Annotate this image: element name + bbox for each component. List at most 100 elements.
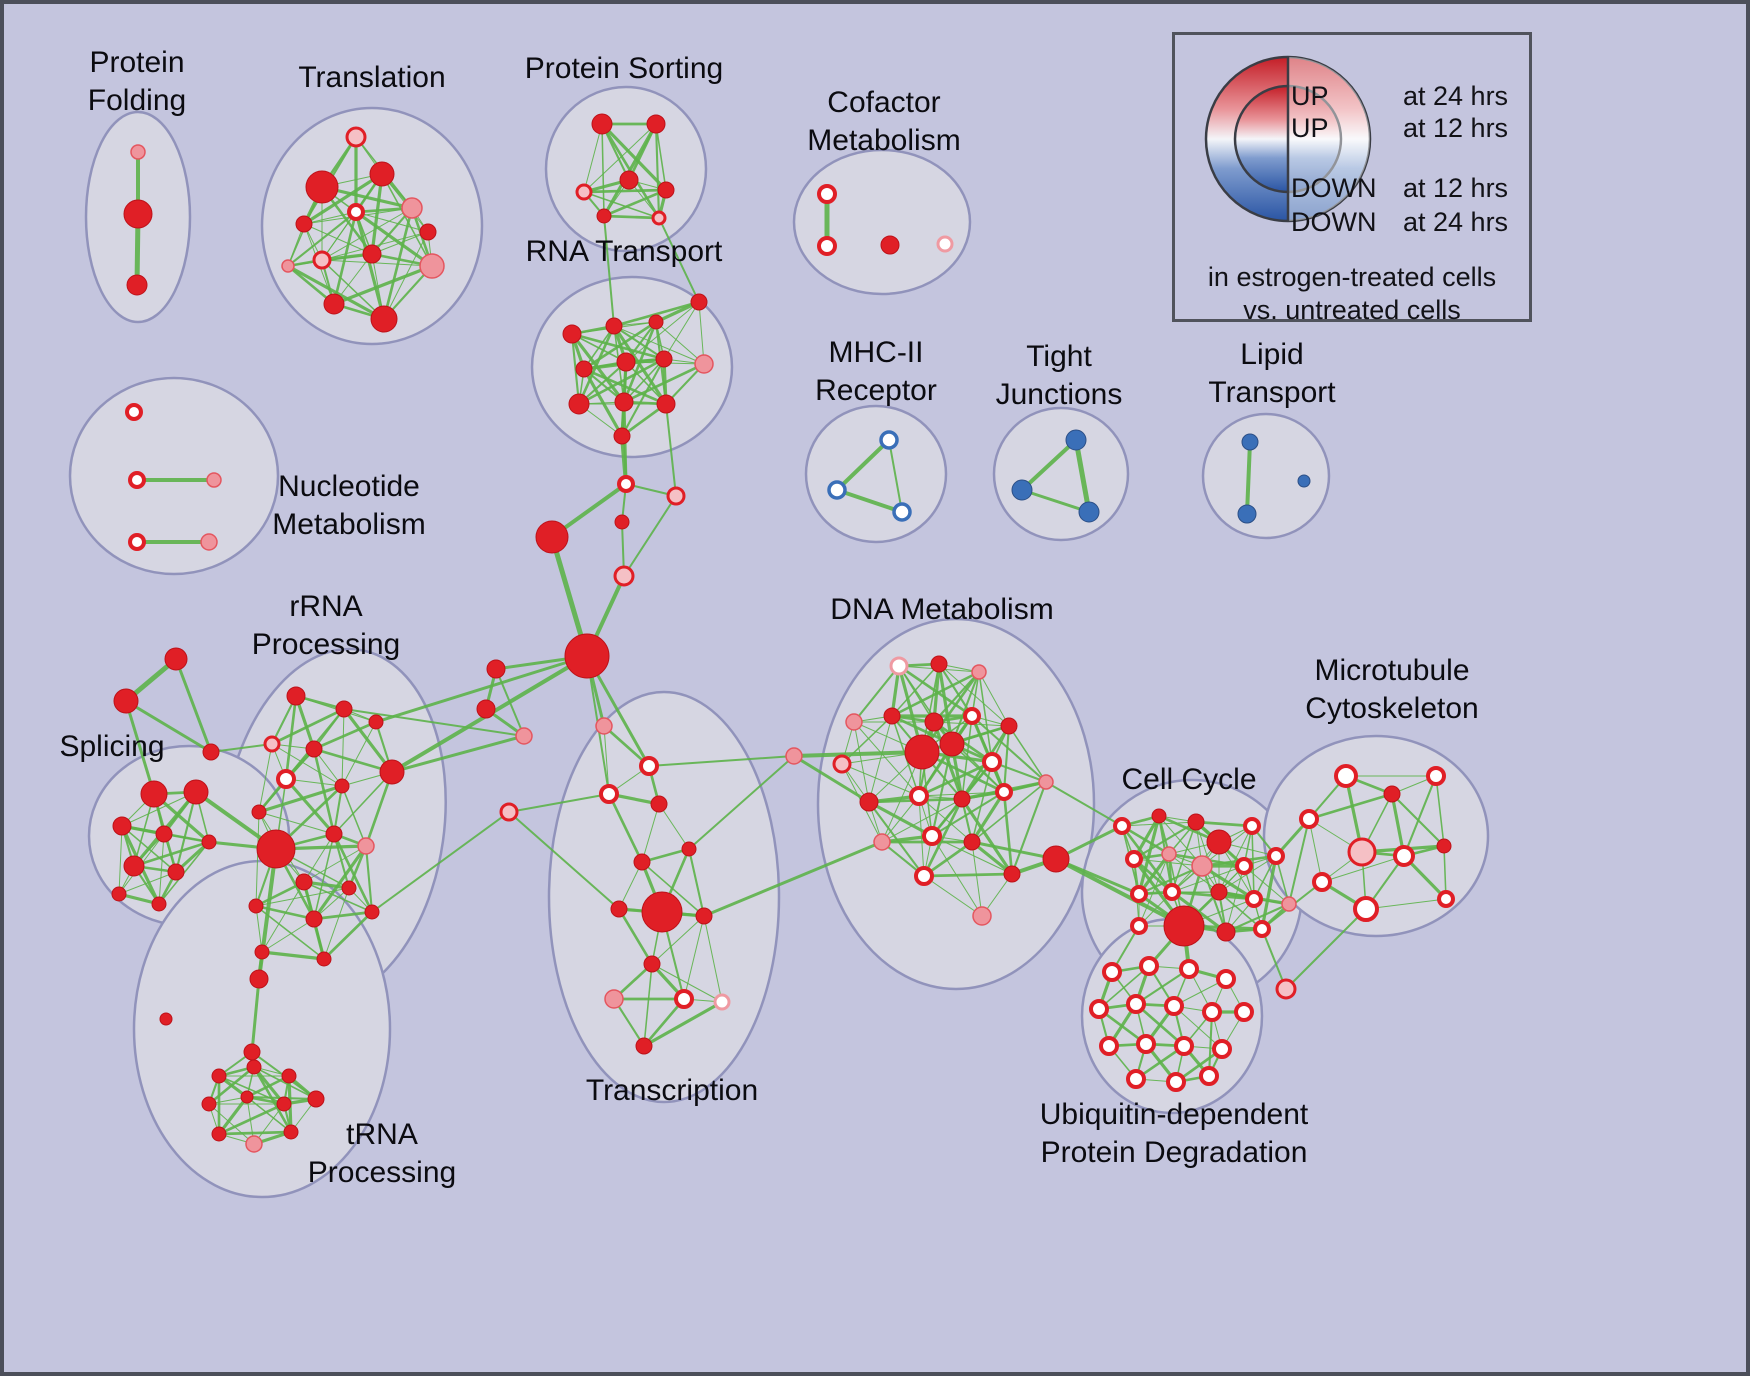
gene-node-mt7[interactable] [1312, 872, 1332, 892]
gene-node-tc11[interactable] [674, 989, 694, 1009]
gene-node-b1[interactable] [666, 486, 686, 506]
gene-node-nm2[interactable] [206, 472, 222, 488]
gene-node-dn0[interactable] [889, 656, 909, 676]
gene-node-lt1[interactable] [1237, 504, 1257, 524]
gene-node-rt2[interactable] [648, 314, 664, 330]
gene-node-tc10[interactable] [604, 989, 624, 1009]
gene-node-rr5[interactable] [379, 759, 405, 785]
gene-node-b5[interactable] [564, 633, 610, 679]
gene-node-rr15[interactable] [305, 910, 323, 928]
gene-node-tr6[interactable] [419, 253, 445, 279]
gene-node-rr0[interactable] [286, 686, 306, 706]
gene-node-dn13[interactable] [909, 786, 929, 806]
gene-node-rr10[interactable] [325, 825, 343, 843]
gene-node-mt9[interactable] [1437, 890, 1455, 908]
gene-node-b6[interactable] [486, 659, 506, 679]
gene-node-tr4[interactable] [347, 203, 365, 221]
gene-node-tr8[interactable] [362, 244, 382, 264]
gene-node-dn18[interactable] [922, 826, 942, 846]
gene-node-tn10[interactable] [245, 1135, 263, 1153]
gene-node-b0[interactable] [617, 475, 635, 493]
gene-node-tr7[interactable] [312, 250, 332, 270]
gene-node-dn7[interactable] [1000, 717, 1018, 735]
gene-node-tc0[interactable] [595, 717, 613, 735]
gene-node-tj1[interactable] [1011, 479, 1033, 501]
gene-node-rr16[interactable] [364, 904, 380, 920]
gene-node-ub12[interactable] [1212, 1039, 1232, 1059]
gene-node-pf0[interactable] [130, 144, 146, 160]
gene-node-tc2[interactable] [599, 784, 619, 804]
gene-node-cf2[interactable] [880, 235, 900, 255]
gene-node-lt0[interactable] [1241, 433, 1259, 451]
gene-node-mt8[interactable] [1353, 896, 1379, 922]
gene-node-dn2[interactable] [971, 664, 987, 680]
gene-node-tc3[interactable] [650, 795, 668, 813]
gene-node-rr1[interactable] [335, 700, 353, 718]
gene-node-rt11[interactable] [613, 427, 631, 445]
gene-node-rr11[interactable] [357, 837, 375, 855]
gene-node-dn21[interactable] [1003, 865, 1021, 883]
gene-node-tc8[interactable] [695, 907, 713, 925]
gene-node-pr0[interactable] [1275, 978, 1297, 1000]
gene-node-dn19[interactable] [963, 833, 981, 851]
gene-node-mt1[interactable] [1383, 785, 1401, 803]
gene-node-sp6[interactable] [167, 863, 185, 881]
gene-node-dn6[interactable] [963, 707, 981, 725]
gene-node-rr9[interactable] [256, 829, 296, 869]
gene-node-cc5[interactable] [1125, 850, 1143, 868]
gene-node-dn15[interactable] [995, 783, 1013, 801]
gene-node-st0[interactable] [164, 647, 188, 671]
gene-node-ub1[interactable] [1139, 956, 1159, 976]
gene-node-ps0[interactable] [591, 113, 613, 135]
gene-node-mh1[interactable] [827, 480, 847, 500]
gene-node-ub14[interactable] [1166, 1072, 1186, 1092]
gene-node-dn22[interactable] [972, 906, 992, 926]
gene-node-cc1[interactable] [1151, 808, 1167, 824]
gene-node-dn10[interactable] [939, 731, 965, 757]
gene-node-rt8[interactable] [568, 393, 590, 415]
gene-node-tn11[interactable] [283, 1124, 299, 1140]
gene-node-rr17[interactable] [254, 944, 270, 960]
gene-node-ub5[interactable] [1126, 994, 1146, 1014]
gene-node-cc16[interactable] [1253, 920, 1271, 938]
gene-node-ub4[interactable] [1089, 999, 1109, 1019]
gene-node-ps1[interactable] [646, 114, 666, 134]
gene-node-b4[interactable] [613, 565, 635, 587]
gene-node-tn8[interactable] [276, 1096, 292, 1112]
gene-node-b9[interactable] [499, 802, 519, 822]
gene-node-mt6[interactable] [1436, 838, 1452, 854]
gene-node-tn4[interactable] [246, 1059, 262, 1075]
gene-node-ps5[interactable] [596, 208, 612, 224]
gene-node-rt1[interactable] [605, 317, 623, 335]
gene-node-tr12[interactable] [419, 223, 437, 241]
gene-node-tn2[interactable] [243, 1043, 261, 1061]
gene-node-ps4[interactable] [657, 181, 675, 199]
gene-node-dn20[interactable] [914, 866, 934, 886]
gene-node-tc12[interactable] [713, 993, 731, 1011]
gene-node-mt4[interactable] [1347, 837, 1377, 867]
gene-node-dn4[interactable] [883, 707, 901, 725]
gene-node-sp2[interactable] [112, 816, 132, 836]
gene-node-sp3[interactable] [155, 825, 173, 843]
gene-node-tc6[interactable] [641, 891, 683, 933]
gene-node-cc17[interactable] [1130, 917, 1148, 935]
gene-node-tn1[interactable] [159, 1012, 173, 1026]
gene-node-tc7[interactable] [610, 900, 628, 918]
gene-node-ub0[interactable] [1102, 962, 1122, 982]
gene-node-cc9[interactable] [1267, 847, 1285, 865]
gene-node-ub10[interactable] [1136, 1034, 1156, 1054]
gene-node-rt7[interactable] [694, 354, 714, 374]
gene-node-nm3[interactable] [128, 533, 146, 551]
gene-node-b8[interactable] [515, 727, 533, 745]
gene-node-cc2[interactable] [1187, 813, 1205, 831]
gene-node-dn1[interactable] [930, 655, 948, 673]
gene-node-b3[interactable] [614, 514, 630, 530]
gene-node-tr0[interactable] [345, 126, 367, 148]
gene-node-tc4[interactable] [633, 853, 651, 871]
gene-node-cc3[interactable] [1206, 829, 1232, 855]
gene-node-rr8[interactable] [251, 804, 267, 820]
gene-node-rr13[interactable] [341, 880, 357, 896]
gene-node-lt2[interactable] [1297, 474, 1311, 488]
gene-node-sp8[interactable] [151, 896, 167, 912]
gene-node-sp5[interactable] [123, 855, 145, 877]
